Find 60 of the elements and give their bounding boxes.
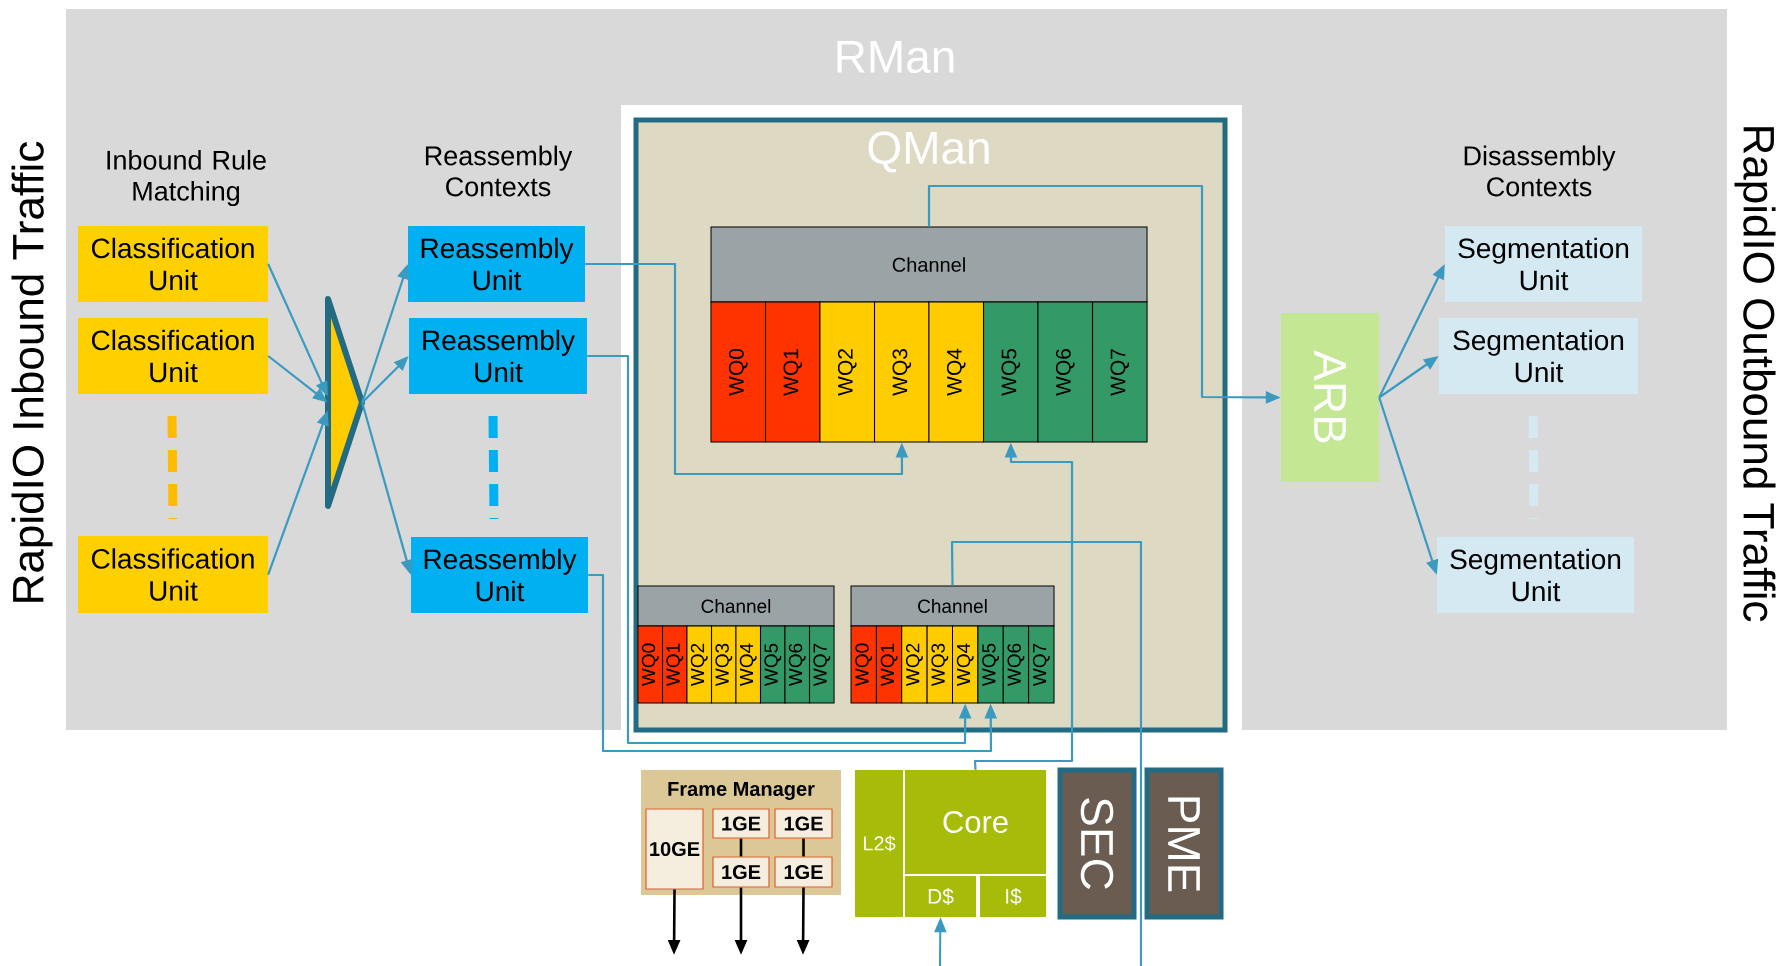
queue-cell: WQ3: [874, 301, 930, 443]
channel-header-box: Channel: [710, 226, 1148, 303]
port-box: 1GE: [774, 856, 833, 888]
process-box: Segmentation Unit: [1439, 318, 1638, 394]
queue-cell: WQ4: [928, 301, 984, 443]
process-box: Reassembly Unit: [411, 537, 588, 613]
connector-line: [802, 838, 805, 857]
channel-header-box: Channel: [637, 585, 835, 627]
connector-line: [739, 838, 743, 857]
queue-cell: WQ1: [875, 625, 903, 704]
port-box: 1GE: [774, 808, 833, 839]
arbiter-box: ARB: [1281, 313, 1379, 482]
queue-cell: WQ1: [765, 301, 821, 443]
queue-cell: WQ6: [1002, 625, 1030, 704]
engine-box: SEC: [1057, 767, 1137, 920]
process-box: Classification Unit: [78, 318, 268, 394]
queue-cell: WQ5: [760, 625, 786, 704]
process-box: Reassembly Unit: [409, 318, 587, 394]
queue-cell: WQ7: [1092, 301, 1148, 443]
side-title: RapidIO Outbound Traffic: [1734, 127, 1776, 622]
queue-cell: WQ5: [983, 301, 1039, 443]
engine-box: PME: [1144, 767, 1224, 920]
core-block: D$: [905, 876, 976, 917]
node-label: D$: [928, 888, 954, 906]
process-box: Classification Unit: [78, 536, 268, 613]
process-box: Reassembly Unit: [408, 226, 585, 302]
port-box: 1GE: [712, 808, 770, 839]
core-block: Core: [905, 770, 1046, 874]
queue-cell: WQ0: [850, 625, 877, 704]
queue-cell: WQ6: [784, 625, 810, 704]
process-box: Segmentation Unit: [1445, 226, 1642, 302]
connector-line: [950, 540, 1143, 966]
queue-cell: WQ2: [901, 625, 928, 704]
queue-cell: WQ4: [735, 625, 761, 704]
queue-cell: WQ6: [1037, 301, 1093, 443]
port-box: 1GE: [712, 856, 770, 888]
node-label: I$: [1006, 888, 1022, 906]
queue-cell: WQ0: [637, 625, 663, 704]
node-label: L2$: [863, 835, 896, 852]
queue-cell: WQ3: [711, 625, 737, 704]
channel-header-box: Channel: [850, 585, 1055, 627]
port-box: 10GE: [645, 808, 704, 890]
process-box: Segmentation Unit: [1437, 537, 1635, 613]
queue-cell: WQ2: [686, 625, 712, 704]
queue-cell: WQ4: [952, 625, 979, 704]
side-title: RapidIO Inbound Traffic: [11, 141, 53, 602]
queue-cell: WQ7: [809, 625, 835, 704]
process-box: Classification Unit: [78, 226, 268, 302]
queue-cell: WQ5: [977, 625, 1004, 704]
queue-cell: WQ0: [710, 301, 766, 443]
triangle-symbol: [325, 296, 365, 509]
column-heading: Disassembly Contexts: [1464, 145, 1616, 197]
core-block: L2$: [855, 770, 903, 917]
queue-cell: WQ7: [1028, 625, 1055, 704]
queue-cell: WQ2: [819, 301, 875, 443]
column-heading: Reassembly Contexts: [425, 145, 573, 197]
node-label: Core: [943, 811, 1008, 833]
core-block: I$: [980, 876, 1046, 917]
queue-cell: WQ1: [662, 625, 688, 704]
queue-cell: WQ3: [926, 625, 953, 704]
